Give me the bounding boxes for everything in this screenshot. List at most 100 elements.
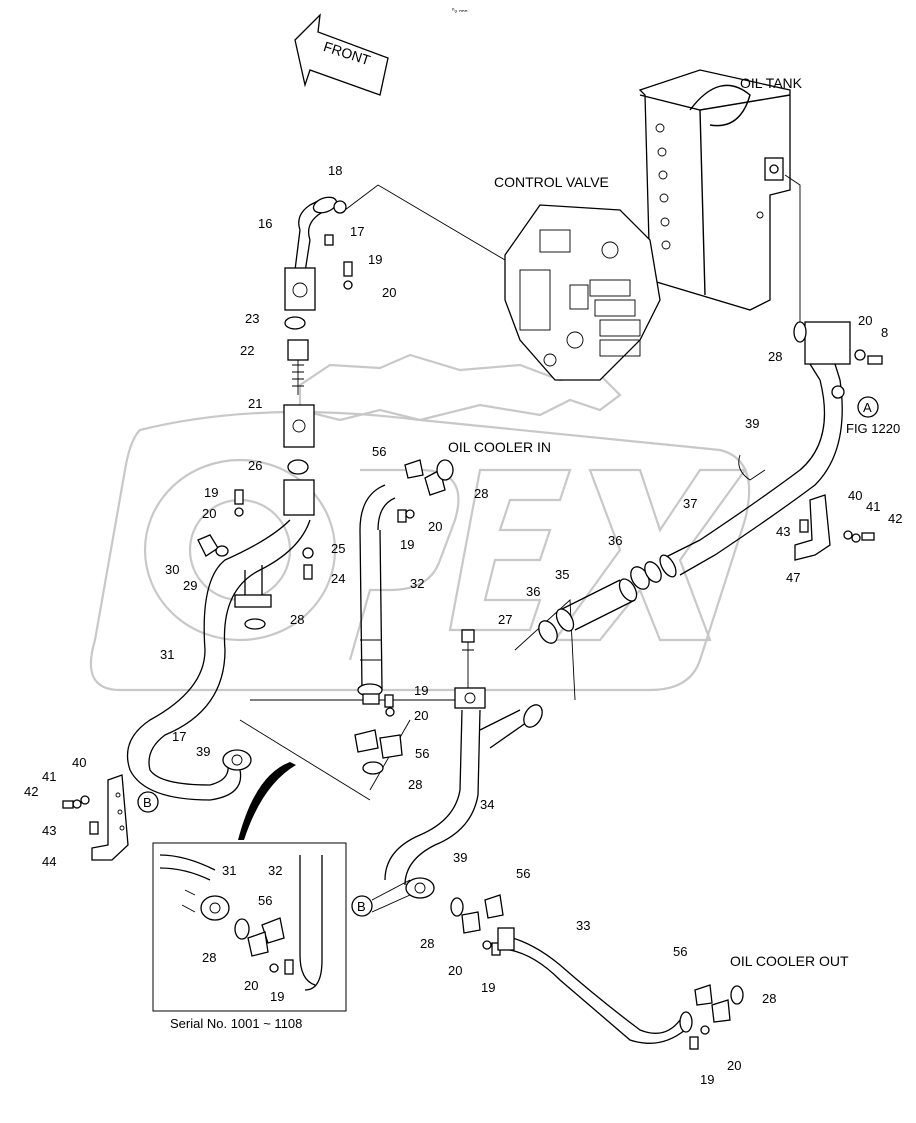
ref-b-right: B xyxy=(351,879,411,917)
callout-number: 8 xyxy=(881,325,888,340)
callout-number: 41 xyxy=(42,769,56,784)
callout-number: 40 xyxy=(848,488,862,503)
callout-number: 28 xyxy=(202,950,216,965)
front-arrow: FRONT xyxy=(294,13,389,96)
callout-number: 56 xyxy=(258,893,272,908)
callout-number: 36 xyxy=(608,533,622,548)
ref-a: A xyxy=(857,396,879,418)
callout-number: 28 xyxy=(408,777,422,792)
callout-number: 29 xyxy=(183,578,197,593)
callout-numbers: 1816171920232221261920302925242831173940… xyxy=(24,163,902,1087)
callout-number: 56 xyxy=(673,944,687,959)
bracket-47 xyxy=(794,494,831,561)
callout-number: 16 xyxy=(258,216,272,231)
hose-33 xyxy=(497,927,693,1044)
oil-tank: OIL TANK xyxy=(638,69,803,311)
watermark-logo xyxy=(89,353,751,692)
callout-number: 42 xyxy=(888,511,902,526)
callout-number: 19 xyxy=(481,980,495,995)
callout-number: 39 xyxy=(745,416,759,431)
callout-number: 28 xyxy=(762,991,776,1006)
oring-28-out xyxy=(730,985,744,1005)
bracket-44 xyxy=(91,774,129,861)
callout-number: 41 xyxy=(866,499,880,514)
callout-number: 19 xyxy=(368,252,382,267)
callout-number: 33 xyxy=(576,918,590,933)
callout-number: 39 xyxy=(196,744,210,759)
bolt-19-20-lower xyxy=(384,694,395,717)
callout-number: 24 xyxy=(331,571,345,586)
pipe-37 xyxy=(659,321,851,578)
washer-25-bolt-24 xyxy=(302,547,314,580)
serial-note: Serial No. 1001 ~ 1108 xyxy=(170,1016,302,1031)
callout-number: 32 xyxy=(268,863,282,878)
callout-number: 26 xyxy=(248,458,262,473)
oring-28-lower xyxy=(362,761,384,775)
pipe-34 xyxy=(384,629,543,899)
hardware-40-41-42-left xyxy=(62,795,99,835)
callout-number: 19 xyxy=(270,989,284,1004)
callout-number: 18 xyxy=(328,163,342,178)
plug-30 xyxy=(197,534,229,557)
callout-number: 56 xyxy=(415,746,429,761)
clamp-56-out xyxy=(694,984,731,1023)
ref-b-label: B xyxy=(357,899,366,914)
callout-number: 28 xyxy=(474,486,488,501)
bolt-19-upper xyxy=(343,261,353,277)
callout-number: 20 xyxy=(727,1058,741,1073)
callout-number: 32 xyxy=(410,576,424,591)
callout-number: 39 xyxy=(453,850,467,865)
callout-number: 56 xyxy=(372,444,386,459)
clamps-36 xyxy=(538,561,662,644)
oring-28-upper xyxy=(436,459,454,481)
callout-number: 20 xyxy=(382,285,396,300)
oring-28-pipe34 xyxy=(450,897,464,917)
oil-tank-label: OIL TANK xyxy=(740,75,803,91)
callout-number: 35 xyxy=(555,567,569,582)
callout-number: 17 xyxy=(172,729,186,744)
callout-number: 20 xyxy=(858,313,872,328)
inset-box xyxy=(152,842,347,1012)
callout-number: 27 xyxy=(498,612,512,627)
ref-b-left: B xyxy=(137,791,159,813)
callout-number: 28 xyxy=(768,349,782,364)
callout-number: 23 xyxy=(245,311,259,326)
washer-20-upper xyxy=(343,280,353,290)
callout-number: 20 xyxy=(428,519,442,534)
ref-b-label: B xyxy=(143,795,152,810)
oring-23 xyxy=(284,316,306,330)
callout-number: 31 xyxy=(160,647,174,662)
oil-cooler-out-label: OIL COOLER OUT xyxy=(730,953,849,969)
callout-number: 28 xyxy=(290,612,304,627)
clamp-56-pipe34 xyxy=(461,894,504,934)
callout-number: 40 xyxy=(72,755,86,770)
control-valve: CONTROL VALVE xyxy=(494,174,661,381)
callout-number: 31 xyxy=(222,863,236,878)
callout-number: 20 xyxy=(448,963,462,978)
hardware-40-41-42 xyxy=(843,530,875,543)
callout-number: 19 xyxy=(700,1072,714,1087)
callout-number: 44 xyxy=(42,854,56,869)
control-valve-label: CONTROL VALVE xyxy=(494,174,609,190)
callout-number: 47 xyxy=(786,570,800,585)
fig-ref-label: FIG 1220 xyxy=(846,421,900,436)
flange-21 xyxy=(283,404,315,448)
callout-number: 25 xyxy=(331,541,345,556)
callout-number: 56 xyxy=(516,866,530,881)
bolt-19-20-cooler-in xyxy=(397,509,415,523)
callout-number: 42 xyxy=(24,784,38,799)
inset-pointer-arc xyxy=(238,762,296,840)
adapter-22 xyxy=(287,339,309,395)
callout-number: 36 xyxy=(526,584,540,599)
callout-number: 20 xyxy=(244,978,258,993)
top-mark: ⁿₒ ₙₙₙ xyxy=(452,7,468,14)
bolt-19-20-out xyxy=(689,1025,710,1050)
callout-number: 17 xyxy=(350,224,364,239)
callout-number: 20 xyxy=(414,708,428,723)
hose-35 xyxy=(555,578,638,632)
pipe-16 xyxy=(284,196,347,311)
callout-number: 43 xyxy=(776,524,790,539)
callout-number: 28 xyxy=(420,936,434,951)
callout-number: 19 xyxy=(400,537,414,552)
